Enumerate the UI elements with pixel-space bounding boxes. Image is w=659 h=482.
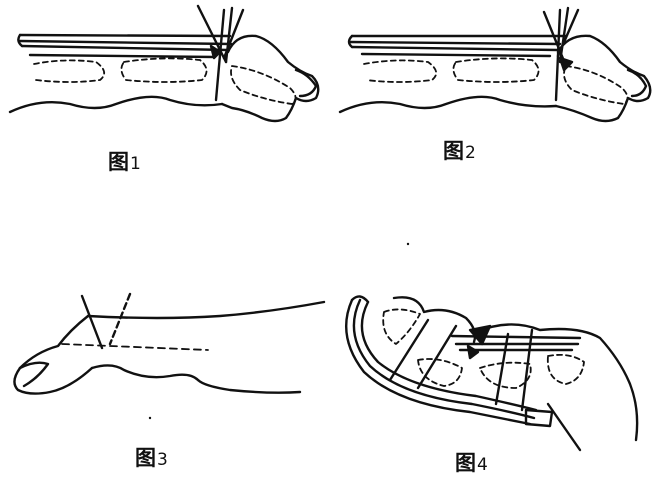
figure-1-splint <box>22 46 228 50</box>
figure-1-drawing <box>10 6 318 121</box>
figure-1-splint <box>20 35 230 36</box>
figure-2-splint <box>352 47 558 50</box>
figure-4-bone <box>548 355 584 384</box>
figure-2-fingertip <box>556 36 650 121</box>
figure-1-splint <box>20 41 231 44</box>
figure-4-knot <box>468 346 478 358</box>
figure-2-splint <box>350 42 560 44</box>
figure-3-caption: 图3 <box>135 446 168 472</box>
scan-speck <box>407 243 409 245</box>
figure-2-nail <box>628 70 646 96</box>
figure-1-bone <box>231 66 296 104</box>
figure-2-knot <box>560 58 572 70</box>
figure-3-cut-line <box>110 294 130 344</box>
figure-3-caption-number: 3 <box>157 450 168 470</box>
figure-2-caption: 图2 <box>443 139 476 165</box>
figure-1-cut-line <box>224 10 243 58</box>
figure-4-splint <box>354 300 534 418</box>
figure-3-finger-top <box>88 302 324 318</box>
figure-1-nail <box>296 70 316 96</box>
figure-3-drawing <box>14 294 324 394</box>
figure-4-drawing <box>346 296 637 450</box>
figure-2-finger-outline <box>362 54 550 56</box>
figure-2-bone <box>564 66 628 104</box>
figure-1-caption: 图1 <box>108 150 141 176</box>
figure-4-caption-char: 图 <box>455 451 476 475</box>
figure-2-bone <box>453 58 538 82</box>
figure-3-nail <box>20 363 48 386</box>
figure-4-caption-number: 4 <box>477 455 488 475</box>
figure-4-splint <box>452 336 580 338</box>
scan-speck <box>149 417 151 419</box>
figure-2-drawing <box>340 8 650 121</box>
figure-4-wrist <box>548 404 580 450</box>
figure-3-dashed-line <box>62 344 208 350</box>
figure-3-cut-line <box>82 296 102 348</box>
figure-1-caption-char: 图 <box>108 150 129 174</box>
figure-1-finger-underside <box>10 97 222 112</box>
figure-3-caption-char: 图 <box>135 446 156 470</box>
figure-4-bone <box>383 309 420 344</box>
figure-2-caption-number: 2 <box>465 143 476 163</box>
figure-4-bone <box>480 363 531 388</box>
figure-1-caption-number: 1 <box>130 154 141 174</box>
figure-2-finger-underside <box>340 97 556 112</box>
figure-3-fingertip <box>14 316 92 394</box>
figure-2-caption-char: 图 <box>443 139 464 163</box>
figure-2-cut-line <box>558 10 578 56</box>
figure-4-bone <box>418 359 462 386</box>
figure-1-finger-outline <box>30 55 215 57</box>
figure-1-bone <box>121 58 206 82</box>
figure-1-fingertip <box>222 36 318 121</box>
figure-3-finger-underside <box>92 365 300 392</box>
figure-4-splint <box>362 302 536 410</box>
figure-1-bone <box>34 60 104 82</box>
figure-4-band <box>418 326 456 388</box>
figure-4-caption: 图4 <box>455 451 488 477</box>
figure-2-bone <box>364 60 436 82</box>
